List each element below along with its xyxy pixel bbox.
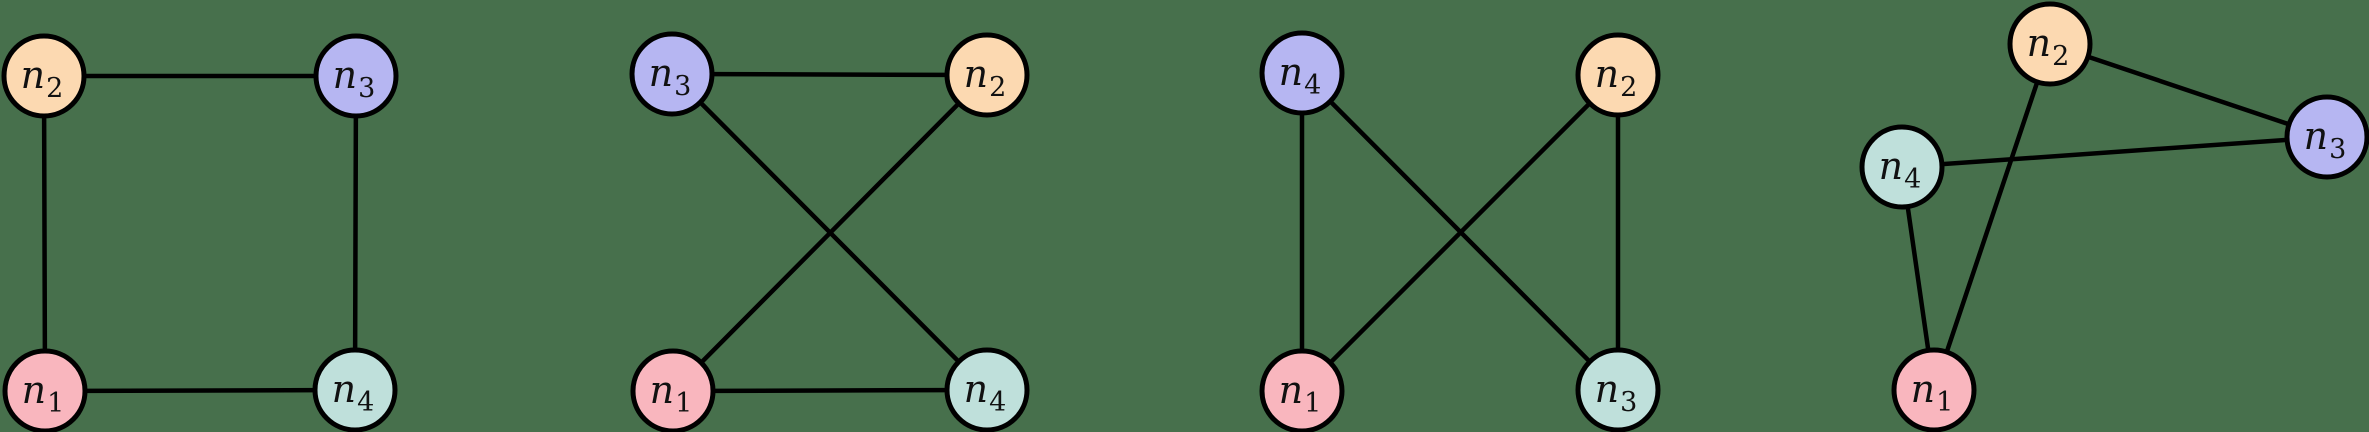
node-label-sub-n2: 2	[46, 73, 63, 104]
node-n2-graph-1: n2	[1, 33, 87, 119]
node-circle-n3	[313, 33, 399, 119]
node-label-sub-n1: 1	[1304, 388, 1321, 419]
node-n1-graph-2: n1	[630, 348, 716, 432]
node-label-sub-n4: 4	[1304, 70, 1321, 101]
node-circle-n1	[2, 348, 88, 432]
edge-n1-n4	[42, 387, 358, 394]
node-label-sub-n2: 2	[2052, 41, 2069, 72]
node-circle-n3	[1575, 347, 1661, 432]
node-n4-graph-3: n4	[1259, 30, 1345, 116]
node-label-sub-n4: 4	[989, 387, 1006, 418]
node-circle-n1	[630, 348, 716, 432]
node-label-sub-n1: 1	[675, 388, 692, 419]
node-circle-n2	[1575, 32, 1661, 118]
graph-2: n1 n2 n3 n4	[629, 31, 1030, 432]
node-n1-graph-4: n1	[1891, 347, 1977, 432]
node-label-sub-n3: 3	[1620, 387, 1637, 418]
node-label-sub-n2: 2	[1620, 72, 1637, 103]
node-n2-graph-2: n2	[944, 32, 1030, 118]
edge-n2-n1	[670, 72, 990, 394]
node-label-sub-n2: 2	[989, 72, 1006, 103]
node-n1-graph-1: n1	[2, 348, 88, 432]
node-label-sub-n3: 3	[358, 73, 375, 104]
node-label-sub-n3: 3	[674, 71, 691, 102]
node-n3-graph-4: n3	[2284, 94, 2369, 180]
edge-n1-n4	[670, 387, 990, 394]
node-n4-graph-1: n4	[312, 347, 398, 432]
edge-n2-n1	[1299, 72, 1621, 394]
node-label-sub-n4: 4	[1904, 164, 1921, 195]
node-label-sub-n1: 1	[1936, 387, 1953, 418]
node-n4-graph-4: n4	[1859, 124, 1945, 210]
node-circle-n4	[1259, 30, 1345, 116]
node-circle-n2	[1, 33, 87, 119]
node-circle-n2	[944, 32, 1030, 118]
edge-n2-n1	[41, 73, 48, 394]
node-circle-n2	[2007, 1, 2093, 87]
edge-n4-n3	[1899, 134, 2330, 170]
node-n3-graph-2: n3	[629, 31, 715, 117]
node-n2-graph-4: n2	[2007, 1, 2093, 87]
edge-n2-n3	[2047, 41, 2330, 140]
edge-n3-n2	[669, 71, 990, 78]
node-label-sub-n3: 3	[2329, 134, 2346, 165]
node-circle-n1	[1259, 348, 1345, 432]
edge-n2-n1	[1931, 41, 2053, 393]
node-n2-graph-3: n2	[1575, 32, 1661, 118]
node-n3-graph-3: n3	[1575, 347, 1661, 432]
node-n3-graph-1: n3	[313, 33, 399, 119]
node-circle-n3	[2284, 94, 2369, 180]
graph-4: n1 n2 n3 n4	[1859, 1, 2369, 432]
graph-3: n1 n2 n3 n4	[1259, 30, 1661, 432]
node-circle-n4	[944, 347, 1030, 432]
node-circle-n3	[629, 31, 715, 117]
node-label-n3: n3	[2304, 114, 2347, 165]
graph-1: n1 n2 n3 n4	[1, 33, 399, 432]
node-n1-graph-3: n1	[1259, 348, 1345, 432]
node-circle-n4	[312, 347, 398, 432]
node-circle-n4	[1859, 124, 1945, 210]
node-label-sub-n1: 1	[47, 388, 64, 419]
edge-n3-n4	[352, 73, 359, 393]
node-n4-graph-2: n4	[944, 347, 1030, 432]
node-label-sub-n4: 4	[357, 387, 374, 418]
node-label-n4: n4	[1279, 50, 1322, 101]
node-circle-n1	[1891, 347, 1977, 432]
node-label-n1: n1	[1911, 367, 1954, 418]
